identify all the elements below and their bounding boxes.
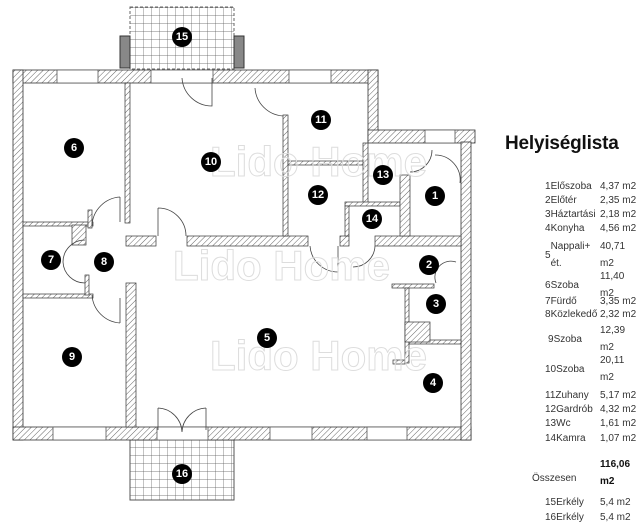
room-marker-1: 1: [425, 186, 445, 206]
room-marker-11: 11: [311, 110, 331, 130]
svg-text:6: 6: [71, 142, 77, 154]
svg-text:10: 10: [205, 156, 217, 168]
svg-text:11: 11: [315, 114, 327, 126]
room-marker-9: 9: [62, 347, 82, 367]
room-marker-5: 5: [257, 328, 277, 348]
room-marker-3: 3: [426, 294, 446, 314]
room-marker-7: 7: [41, 250, 61, 270]
floor-plan: Lido Home Lido Home Lido Home 1 2 3 4 5 …: [12, 6, 476, 501]
svg-text:Lido Home: Lido Home: [210, 138, 427, 185]
svg-text:13: 13: [377, 169, 389, 181]
svg-text:1: 1: [432, 190, 438, 202]
room-marker-13: 13: [373, 165, 393, 185]
room-row: 5Nappali+ ét.40,71 m2: [545, 241, 626, 269]
room-marker-14: 14: [362, 209, 382, 229]
room-markers: 1 2 3 4 5 6 7 8 9 10 11 12 13 14 15 16: [41, 27, 446, 484]
room-list-title: Helyiséglista: [505, 133, 619, 154]
room-marker-12: 12: [308, 185, 328, 205]
doors: [62, 77, 461, 433]
room-marker-10: 10: [201, 152, 221, 172]
svg-text:2: 2: [426, 259, 432, 271]
svg-text:14: 14: [366, 213, 379, 225]
svg-text:3: 3: [433, 298, 439, 310]
svg-text:16: 16: [176, 468, 188, 480]
room-marker-4: 4: [423, 373, 443, 393]
svg-text:5: 5: [264, 332, 270, 344]
svg-text:Lido Home: Lido Home: [173, 242, 390, 289]
room-marker-16: 16: [172, 464, 192, 484]
room-marker-8: 8: [94, 252, 114, 272]
svg-text:Lido Home: Lido Home: [210, 332, 427, 379]
svg-text:8: 8: [101, 256, 107, 268]
svg-text:12: 12: [312, 189, 324, 201]
watermark: Lido Home Lido Home Lido Home: [173, 138, 428, 380]
svg-text:4: 4: [430, 377, 437, 389]
interior-walls: [22, 82, 462, 428]
svg-text:15: 15: [176, 31, 188, 43]
room-marker-15: 15: [172, 27, 192, 47]
room-marker-2: 2: [419, 255, 439, 275]
room-marker-6: 6: [64, 138, 84, 158]
svg-text:7: 7: [48, 254, 54, 266]
svg-text:9: 9: [69, 351, 75, 363]
